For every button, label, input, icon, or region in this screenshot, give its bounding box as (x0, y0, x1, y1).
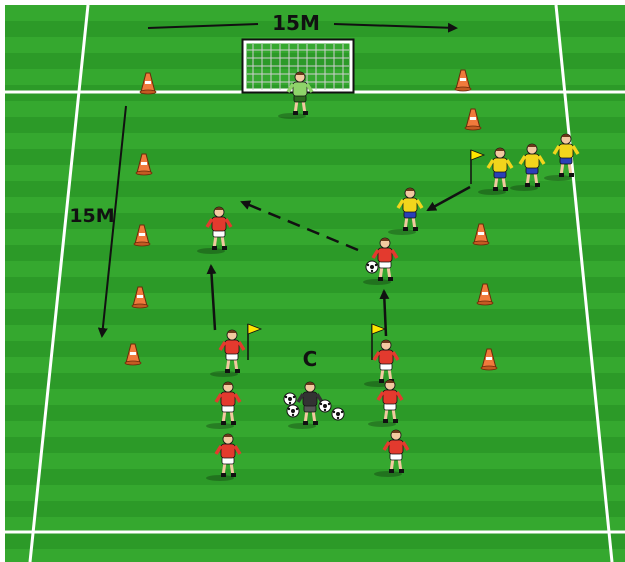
run-arrow (206, 264, 217, 331)
red-player (210, 329, 246, 377)
red-player (374, 429, 410, 477)
yellow-player (510, 143, 546, 191)
ball (318, 399, 332, 413)
flag (247, 323, 263, 360)
run-arrow (379, 289, 390, 337)
red-player (364, 339, 400, 387)
width-arrow-right (333, 22, 458, 33)
width-arrow-left (147, 23, 259, 29)
flags (247, 149, 486, 360)
yellow-player (388, 187, 424, 235)
red-player (363, 237, 399, 285)
flag (470, 149, 486, 184)
run-arrow (426, 185, 471, 212)
yellow-player (478, 147, 514, 195)
red-player (206, 433, 242, 481)
red-player (197, 206, 233, 254)
goalkeeper (278, 71, 314, 119)
field-lines (5, 4, 625, 562)
ball (365, 260, 379, 274)
yellow-player (544, 133, 580, 181)
length-arrow (97, 105, 127, 338)
coach (288, 381, 324, 429)
goal-width-label: 15M (272, 11, 320, 35)
grid-length-label: 15M (69, 205, 114, 227)
red-player (368, 379, 404, 427)
ball (286, 404, 300, 418)
right-line (554, 4, 614, 562)
flag (371, 323, 387, 360)
players (197, 71, 580, 481)
left-line (28, 4, 90, 562)
ball (331, 407, 345, 421)
ball (283, 392, 297, 406)
red-player (206, 381, 242, 429)
coach-label: C (303, 347, 318, 371)
grass (5, 5, 625, 562)
movement-arrows (206, 185, 471, 337)
